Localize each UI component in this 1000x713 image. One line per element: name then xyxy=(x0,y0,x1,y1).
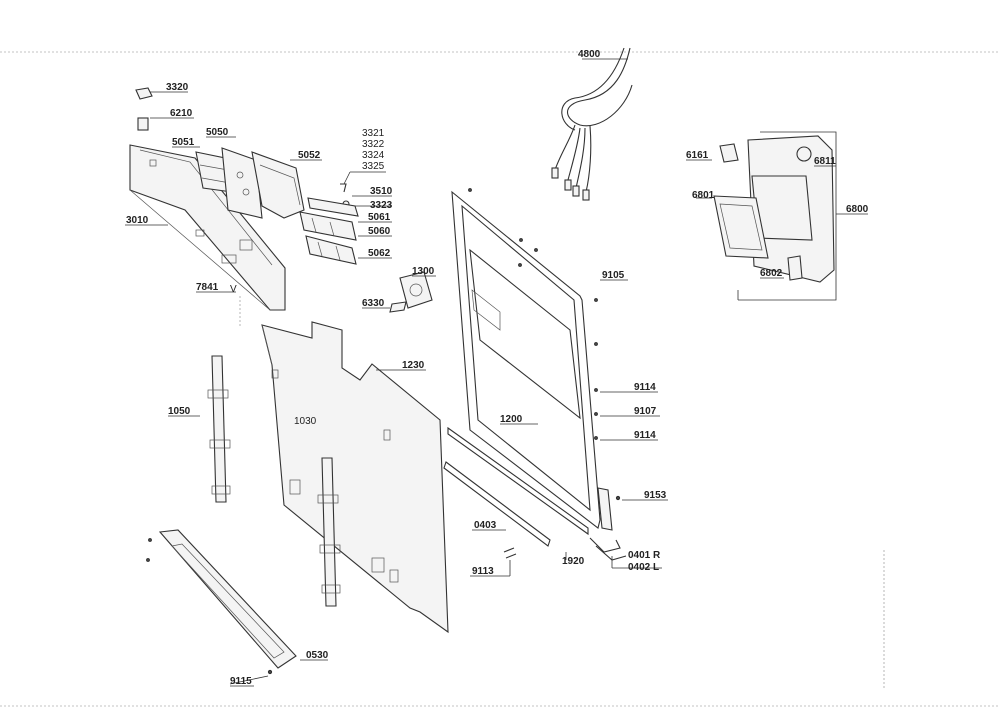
housing-5052 xyxy=(251,151,322,219)
screw-9115 xyxy=(229,669,273,687)
label-9114b: 9114 xyxy=(634,430,656,441)
label-6800: 6800 xyxy=(846,204,869,215)
label-9113: 9113 xyxy=(472,566,494,577)
label-3325: 3325 xyxy=(362,161,385,172)
label-6811: 6811 xyxy=(814,156,836,167)
label-1920: 1920 xyxy=(562,556,585,567)
knob-3320 xyxy=(135,87,188,100)
label-3010: 3010 xyxy=(126,215,149,226)
label-0401: 0401 R xyxy=(628,550,661,561)
label-7841-v: V xyxy=(230,284,237,295)
label-9107: 9107 xyxy=(634,406,657,417)
part-9113 xyxy=(470,547,517,577)
door-frame-1200 xyxy=(451,190,601,529)
dispenser-group-6800 xyxy=(686,131,868,301)
label-6330: 6330 xyxy=(362,298,385,309)
label-1230: 1230 xyxy=(402,360,425,371)
label-1050: 1050 xyxy=(168,406,191,417)
label-0402: 0402 L xyxy=(628,562,659,573)
keypad-5061 xyxy=(307,197,392,223)
label-1300: 1300 xyxy=(412,266,435,277)
label-0530: 0530 xyxy=(306,650,329,661)
label-9115: 9115 xyxy=(230,676,252,687)
inner-door-panel-1030 xyxy=(261,321,449,634)
hinge-rail-1050 xyxy=(168,355,231,503)
board-5050 xyxy=(206,136,263,219)
label-6210: 6210 xyxy=(170,108,193,119)
screws-frame xyxy=(468,188,598,440)
label-5062: 5062 xyxy=(368,248,391,259)
key-strip-5062 xyxy=(305,235,392,265)
clip-6330 xyxy=(362,301,407,313)
label-6802: 6802 xyxy=(760,268,783,279)
label-6161: 6161 xyxy=(686,150,709,161)
label-3510: 3510 xyxy=(370,186,393,197)
label-3322: 3322 xyxy=(362,139,385,150)
seal-strip-0403 xyxy=(443,426,589,547)
label-0403: 0403 xyxy=(474,520,497,531)
label-5061: 5061 xyxy=(368,212,391,223)
label-3324: 3324 xyxy=(362,150,385,161)
label-1030: 1030 xyxy=(294,416,317,427)
door-lock-1300 xyxy=(399,271,436,309)
label-3320: 3320 xyxy=(166,82,189,93)
key-strip-5060 xyxy=(299,211,392,241)
label-9153: 9153 xyxy=(644,490,667,501)
wiring-harness-4800 xyxy=(551,47,633,201)
label-5050: 5050 xyxy=(206,127,229,138)
leader-3325-down xyxy=(343,171,351,185)
hinge-bracket xyxy=(597,487,668,531)
spring-3510 xyxy=(340,183,392,197)
switch-6210 xyxy=(137,117,194,131)
label-3323: 3323 xyxy=(370,200,393,211)
label-7841: 7841 xyxy=(196,282,219,293)
label-5060: 5060 xyxy=(368,226,391,237)
label-9105: 9105 xyxy=(602,270,625,281)
label-4800: 4800 xyxy=(578,49,601,60)
hinge-0401-0402 xyxy=(589,537,662,569)
kick-plate-0530 xyxy=(146,529,328,669)
label-1200: 1200 xyxy=(500,414,523,425)
hinge-rail-center xyxy=(317,457,341,607)
label-5051: 5051 xyxy=(172,137,195,148)
label-3321: 3321 xyxy=(362,128,385,139)
label-9114a: 9114 xyxy=(634,382,656,393)
label-5052: 5052 xyxy=(298,150,321,161)
label-6801: 6801 xyxy=(692,190,715,201)
